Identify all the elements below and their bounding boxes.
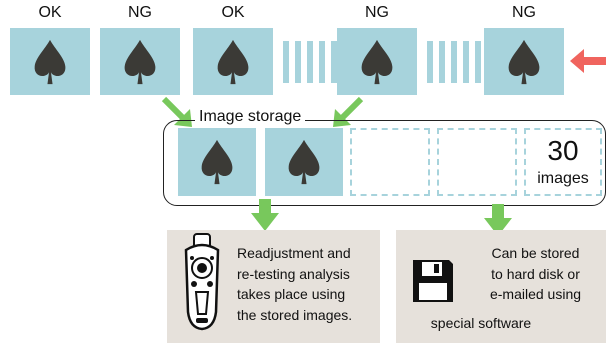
spade-icon bbox=[200, 139, 234, 185]
reanalysis-line: takes place using bbox=[237, 286, 346, 302]
storage-count-unit: images bbox=[537, 170, 589, 187]
stored-image-2 bbox=[265, 128, 343, 196]
top-label-3: OK bbox=[221, 4, 245, 21]
sample-tile-4 bbox=[337, 28, 417, 95]
top-label-4: NG bbox=[365, 4, 389, 21]
empty-slot-1 bbox=[350, 128, 430, 196]
image-storage-title: Image storage bbox=[195, 108, 306, 126]
sequence-gap-2 bbox=[427, 41, 481, 83]
green-down-arrow-icon bbox=[484, 204, 512, 236]
storage-count: 30 bbox=[547, 135, 579, 166]
sample-tile-2 bbox=[100, 28, 180, 95]
spade-icon bbox=[216, 39, 250, 85]
reanalysis-text: Readjustment and re-testing analysis tak… bbox=[237, 243, 380, 325]
green-down-arrow-icon bbox=[251, 199, 279, 231]
top-label-5: NG bbox=[512, 4, 536, 21]
stored-image-1 bbox=[178, 128, 256, 196]
green-arrow-icon bbox=[333, 96, 364, 127]
spade-icon bbox=[287, 139, 321, 185]
sample-tile-3 bbox=[193, 28, 273, 95]
floppy-disk-icon bbox=[413, 260, 453, 302]
reanalysis-line: re-testing analysis bbox=[237, 265, 350, 282]
empty-slot-3 bbox=[524, 128, 602, 196]
storage-line: e-mailed using bbox=[489, 286, 582, 302]
green-arrow-icon bbox=[161, 96, 192, 127]
storage-line: to hard disk or bbox=[491, 265, 580, 282]
storage-line: special software bbox=[430, 315, 532, 331]
top-label-1: OK bbox=[38, 4, 62, 21]
spade-icon bbox=[507, 39, 541, 85]
reanalysis-line: the stored images. bbox=[237, 306, 353, 323]
top-label-2: NG bbox=[128, 4, 152, 21]
storage-line: Can be stored bbox=[491, 245, 580, 261]
empty-slot-2 bbox=[437, 128, 517, 196]
sample-tile-1 bbox=[10, 28, 90, 95]
handheld-controller-icon bbox=[184, 233, 220, 331]
sample-tile-5 bbox=[484, 28, 564, 95]
spade-icon bbox=[33, 39, 67, 85]
sequence-gap-1 bbox=[283, 41, 337, 83]
spade-icon bbox=[123, 39, 157, 85]
red-arrow-icon bbox=[570, 49, 606, 73]
reanalysis-line: Readjustment and bbox=[237, 245, 351, 261]
storage-text: Can be stored to hard disk or e-mailed u… bbox=[466, 243, 605, 305]
spade-icon bbox=[360, 39, 394, 85]
